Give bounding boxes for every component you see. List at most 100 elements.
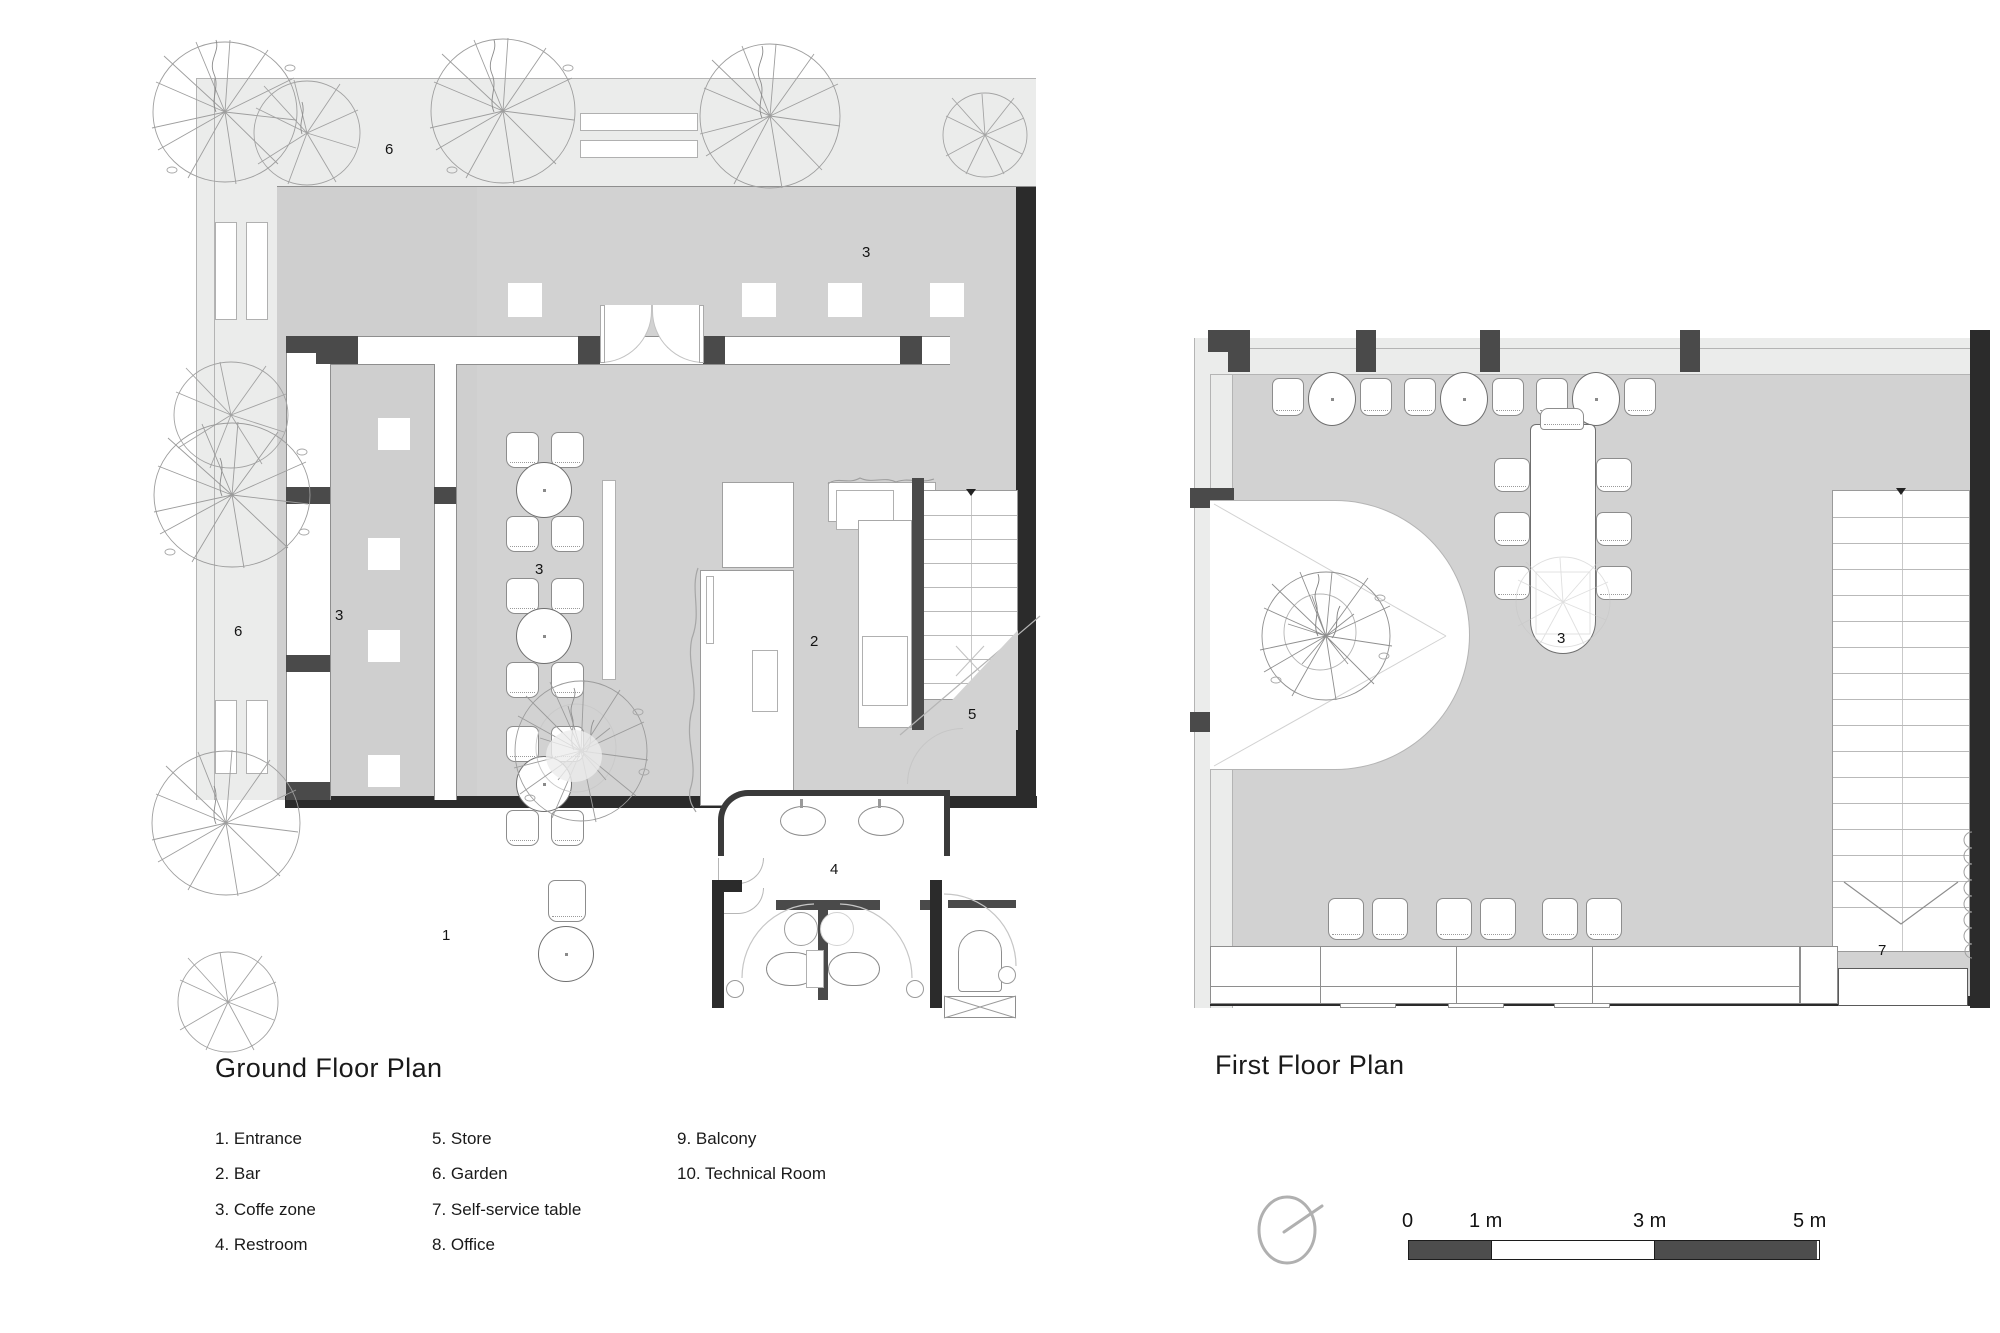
legend-column-1: 1. Entrance 2. Bar 3. Coffe zone 4. Rest… xyxy=(215,1128,316,1269)
room-label-garden-left: 6 xyxy=(234,623,243,640)
chair xyxy=(506,516,539,552)
legend-item: 9. Balcony xyxy=(677,1129,757,1148)
scale-tick-label: 5 m xyxy=(1793,1210,1827,1232)
window-opening xyxy=(368,538,400,570)
chair xyxy=(506,662,539,698)
garden-bench xyxy=(215,222,237,320)
restroom-wall xyxy=(930,880,942,1008)
chair xyxy=(1492,378,1524,416)
bar-counter-inset xyxy=(706,576,714,644)
chair xyxy=(506,432,539,468)
wc-basin xyxy=(784,912,818,946)
garden-bench xyxy=(580,113,698,131)
north-arrow-icon xyxy=(1256,1190,1326,1268)
scale-bar-track xyxy=(1408,1240,1820,1260)
stair-direction-arrow xyxy=(1896,488,1906,495)
chair xyxy=(1372,898,1408,940)
ground-floor-plan-title: Ground Floor Plan xyxy=(215,1053,443,1083)
room-label-coffee-zone-first: 3 xyxy=(1557,630,1566,647)
exterior-wall-right xyxy=(1970,330,1990,1008)
facade-mullion xyxy=(286,782,330,800)
facade-mullion xyxy=(286,655,330,672)
entrance-door-leaf-left xyxy=(600,305,605,363)
scale-segment-light xyxy=(1491,1241,1655,1259)
bar-back-counter xyxy=(722,482,794,568)
washbasin xyxy=(780,806,826,836)
chair xyxy=(1586,898,1622,940)
chair xyxy=(548,880,586,922)
chair xyxy=(1596,512,1632,546)
interior-partition xyxy=(434,364,456,800)
scale-tick-label: 0 xyxy=(1402,1210,1414,1232)
restroom-entry-door-swing xyxy=(943,893,1017,967)
round-table xyxy=(538,926,594,982)
tree-icon xyxy=(150,38,300,186)
round-table xyxy=(516,608,572,664)
shopfront-glazing-left xyxy=(286,340,330,800)
chair xyxy=(1542,898,1578,940)
void-projection-lines xyxy=(1213,503,1447,767)
chair xyxy=(1494,512,1530,546)
chair xyxy=(1328,898,1364,940)
faucet xyxy=(800,799,803,808)
glazing-band-top xyxy=(1210,338,1990,374)
tree-icon xyxy=(1514,556,1612,648)
legend-item: 4. Restroom xyxy=(215,1234,308,1254)
self-service-counter-end xyxy=(1800,946,1838,1004)
technical-hatch-cross xyxy=(943,995,1017,1019)
chair xyxy=(1436,898,1472,940)
toilet-cistern xyxy=(806,950,824,988)
legend-item: 8. Office xyxy=(432,1234,495,1254)
stair-down-arrow xyxy=(1843,881,1959,925)
tree-icon xyxy=(150,748,302,898)
garden-bench xyxy=(580,140,698,158)
stair-wall xyxy=(912,478,924,730)
room-label-coffee-top: 3 xyxy=(862,244,871,261)
room-label-bar: 2 xyxy=(810,633,819,650)
chair xyxy=(1404,378,1436,416)
tree-icon xyxy=(942,92,1028,178)
ground-floor-plan: 6 3 6 3 3 2 5 4 1 xyxy=(0,0,1050,1053)
first-floor-plan-title: First Floor Plan xyxy=(1215,1050,1405,1080)
room-label-garden-top: 6 xyxy=(385,141,394,158)
tree-icon xyxy=(510,676,652,826)
faucet xyxy=(878,799,881,808)
staircase-first xyxy=(1832,490,1970,952)
room-label-coffee-left: 3 xyxy=(335,607,344,624)
chair xyxy=(1596,566,1632,600)
window-opening xyxy=(368,630,400,662)
first-floor-plan: 3 7 xyxy=(1180,0,2000,1050)
partition-pier xyxy=(434,487,456,504)
chair xyxy=(551,578,584,614)
chair xyxy=(551,516,584,552)
chair xyxy=(506,810,539,846)
display-shelf xyxy=(602,480,616,680)
window-opening xyxy=(930,283,964,317)
legend-item: 10. Technical Room xyxy=(677,1164,826,1184)
self-service-counter-end xyxy=(1838,968,1968,1006)
chair xyxy=(1540,408,1584,430)
round-table xyxy=(1308,372,1356,426)
facade-mullion xyxy=(286,336,330,353)
garden-bench xyxy=(246,222,268,320)
facade-pier xyxy=(316,350,344,364)
room-label-store: 5 xyxy=(968,706,977,723)
room-label-restroom: 4 xyxy=(830,861,839,878)
chair xyxy=(1624,378,1656,416)
window-opening xyxy=(378,418,410,450)
floor-drain xyxy=(906,980,924,998)
round-table xyxy=(1440,372,1488,426)
tree-icon xyxy=(428,36,578,186)
window-opening xyxy=(508,283,542,317)
chair xyxy=(506,578,539,614)
restroom-wall xyxy=(712,880,742,892)
bar-counter xyxy=(700,570,794,806)
service-counter-inset xyxy=(862,636,908,706)
scale-tick-label: 1 m xyxy=(1469,1210,1503,1232)
tree-icon xyxy=(252,78,362,188)
facade-mullion xyxy=(286,487,330,504)
scale-segment-dark xyxy=(1409,1241,1491,1259)
wc-partition-head xyxy=(776,900,880,910)
chair xyxy=(1480,898,1516,940)
